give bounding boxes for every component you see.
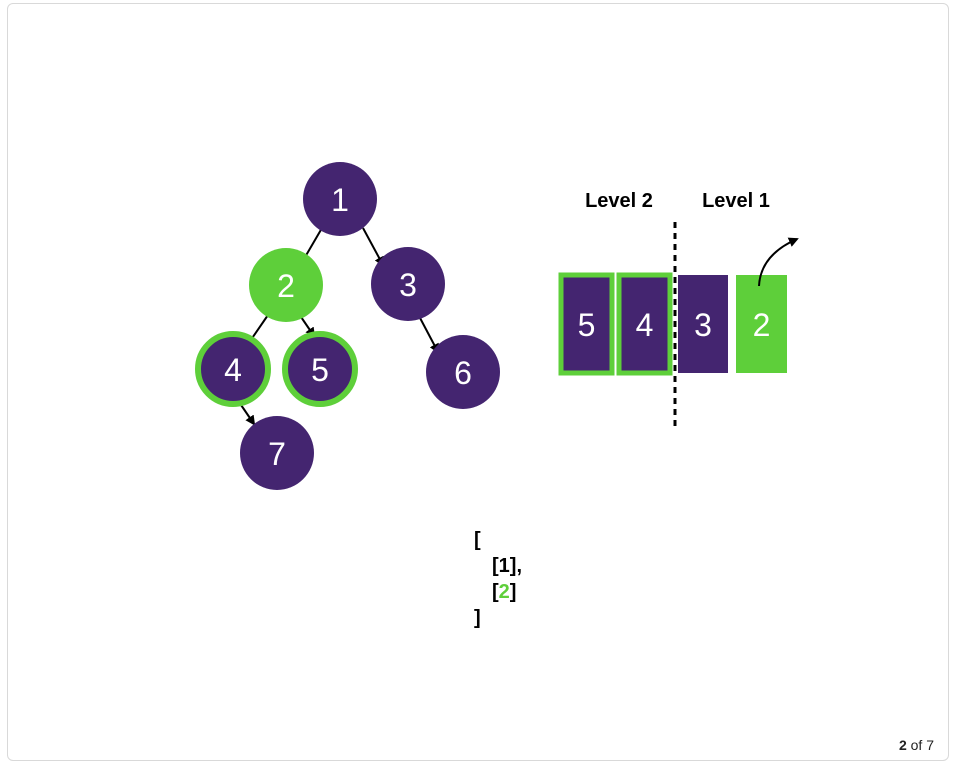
dequeue-arrow-icon: [758, 237, 799, 287]
result-open-bracket: [: [474, 529, 481, 551]
node-circle: [249, 248, 323, 322]
result-row-2-close: ]: [509, 581, 517, 603]
node-label: 2: [277, 268, 295, 304]
queue-cell-box: [736, 275, 787, 373]
result-row-2-open: [: [492, 581, 499, 603]
tree-node-5: 5: [282, 331, 358, 407]
queue-cell-label: 4: [636, 307, 654, 343]
queue-cell-box: [616, 272, 673, 376]
level-2-heading: Level 2: [585, 190, 653, 212]
result-row-2-value: 2: [498, 581, 510, 603]
result-close-bracket: ]: [474, 607, 481, 629]
tree-node-2: 2: [249, 248, 323, 322]
pager-separator: of: [910, 737, 923, 753]
queue-cell-4: 4: [616, 272, 673, 376]
node-circle: [303, 162, 377, 236]
edge-3-6: [418, 315, 439, 354]
queue-cell-5: 5: [558, 272, 615, 376]
result-row-1: [1],: [492, 555, 522, 577]
node-label: 5: [311, 352, 329, 388]
tree-node-6: 6: [426, 335, 500, 409]
result-list: [ [1], [2] ]: [474, 527, 522, 631]
tree-node-7: 7: [240, 416, 314, 490]
queue-cell-3: 3: [678, 275, 728, 373]
node-label: 1: [331, 182, 349, 218]
result-row-2: [2]: [474, 579, 522, 605]
edge-1-3: [362, 227, 384, 267]
queue-cell-box: [678, 275, 728, 373]
node-circle: [426, 335, 500, 409]
node-circle: [195, 331, 271, 407]
node-label: 7: [268, 436, 286, 472]
queue-cell-label: 5: [578, 307, 596, 343]
node-circle: [240, 416, 314, 490]
node-label: 3: [399, 267, 417, 303]
tree-node-4: 4: [195, 331, 271, 407]
node-circle: [371, 247, 445, 321]
slide-pager: 2 of 7: [899, 737, 934, 753]
node-label: 4: [224, 352, 242, 388]
queue-cell-label: 3: [694, 307, 712, 343]
node-circle: [282, 331, 358, 407]
queue-cell-label: 2: [753, 307, 771, 343]
level-1-heading: Level 1: [702, 190, 770, 212]
pager-current: 2: [898, 737, 907, 753]
pager-total: 7: [926, 737, 934, 753]
queue-cell-2: 2: [736, 275, 787, 373]
tree-node-1: 1: [303, 162, 377, 236]
node-label: 6: [454, 355, 472, 391]
tree-node-3: 3: [371, 247, 445, 321]
queue-cell-box: [558, 272, 615, 376]
